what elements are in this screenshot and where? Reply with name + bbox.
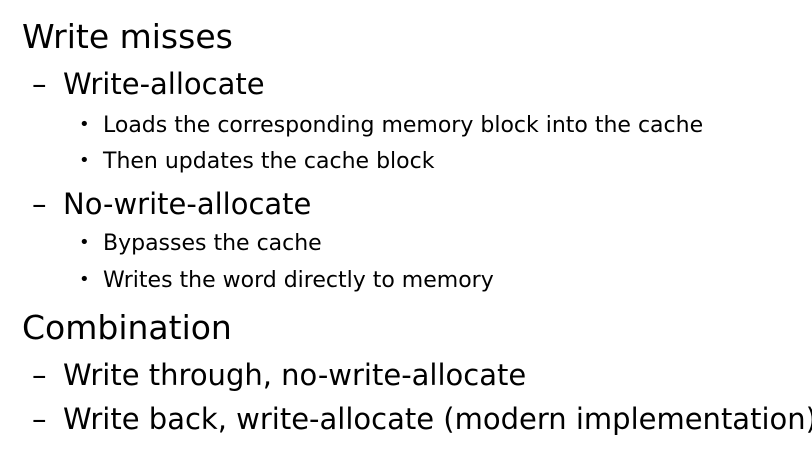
bullet-marker: • <box>79 232 90 253</box>
bullet-marker: • <box>79 269 90 290</box>
item-write-back: –Write back, write-allocate (modern impl… <box>32 405 812 434</box>
dash-marker: – <box>32 402 47 436</box>
item-label: No-write-allocate <box>63 187 312 221</box>
bullet-marker: • <box>79 114 90 135</box>
item-label: Write through, no-write-allocate <box>63 358 527 392</box>
bullet-updates-block: • Then updates the cache block <box>79 151 434 173</box>
bullet-marker: • <box>79 150 90 171</box>
bullet-loads-block: • Loads the corresponding memory block in… <box>79 115 703 137</box>
item-no-write-allocate: –No-write-allocate <box>32 190 311 219</box>
heading-combination: Combination <box>22 308 232 347</box>
bullet-text: Then updates the cache block <box>103 149 435 174</box>
dash-marker: – <box>32 187 47 221</box>
heading-write-misses: Write misses <box>22 17 233 56</box>
bullet-writes-memory: • Writes the word directly to memory <box>79 270 494 292</box>
item-write-allocate: –Write-allocate <box>32 70 265 99</box>
item-write-through: –Write through, no-write-allocate <box>32 361 526 390</box>
bullet-text: Loads the corresponding memory block int… <box>103 113 704 138</box>
item-label: Write back, write-allocate (modern imple… <box>63 402 812 436</box>
bullet-bypasses-cache: • Bypasses the cache <box>79 233 322 255</box>
item-label: Write-allocate <box>63 67 265 101</box>
dash-marker: – <box>32 358 47 392</box>
bullet-text: Bypasses the cache <box>103 231 322 256</box>
dash-marker: – <box>32 67 47 101</box>
bullet-text: Writes the word directly to memory <box>103 268 494 293</box>
